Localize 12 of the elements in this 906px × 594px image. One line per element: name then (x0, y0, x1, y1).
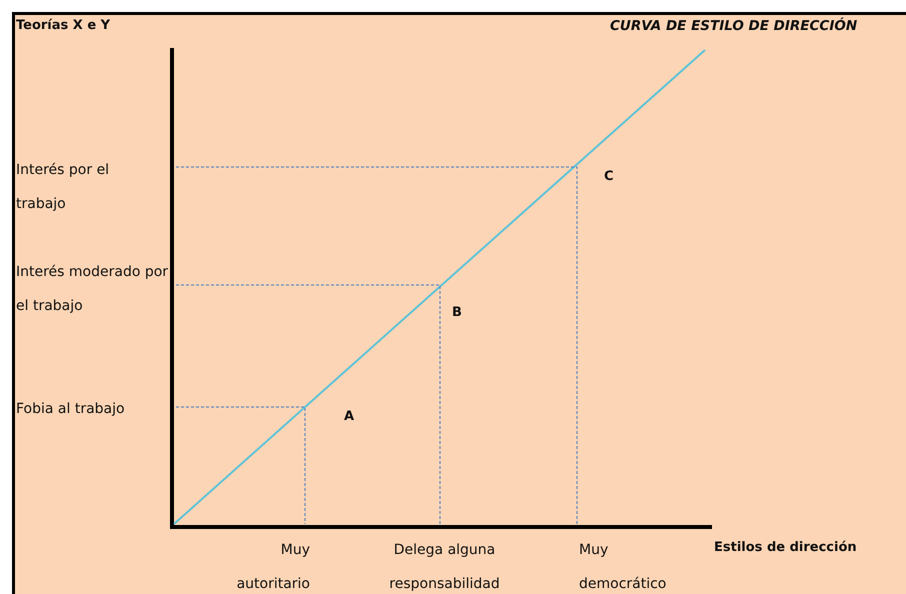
x-axis-title: Estilos de dirección (714, 539, 858, 557)
y-axis-label: Fobia al trabajo (16, 400, 126, 419)
y-axis-label: Interés moderado por el trabajo (16, 263, 170, 316)
chart-title: CURVA DE ESTILO DE DIRECCIÓN (610, 16, 858, 36)
x-axis-label: Muy democrático (579, 541, 668, 594)
x-axis-label: Muy autoritario (236, 541, 310, 594)
chart-subtitle: Teorías X e Y (16, 17, 112, 35)
point-label: C (604, 168, 615, 186)
point-label: B (452, 304, 463, 322)
point-label: A (344, 408, 356, 426)
x-axis-label: Delega alguna responsabilidad (388, 541, 501, 594)
y-axis-label: Interés por el trabajo (16, 161, 110, 214)
